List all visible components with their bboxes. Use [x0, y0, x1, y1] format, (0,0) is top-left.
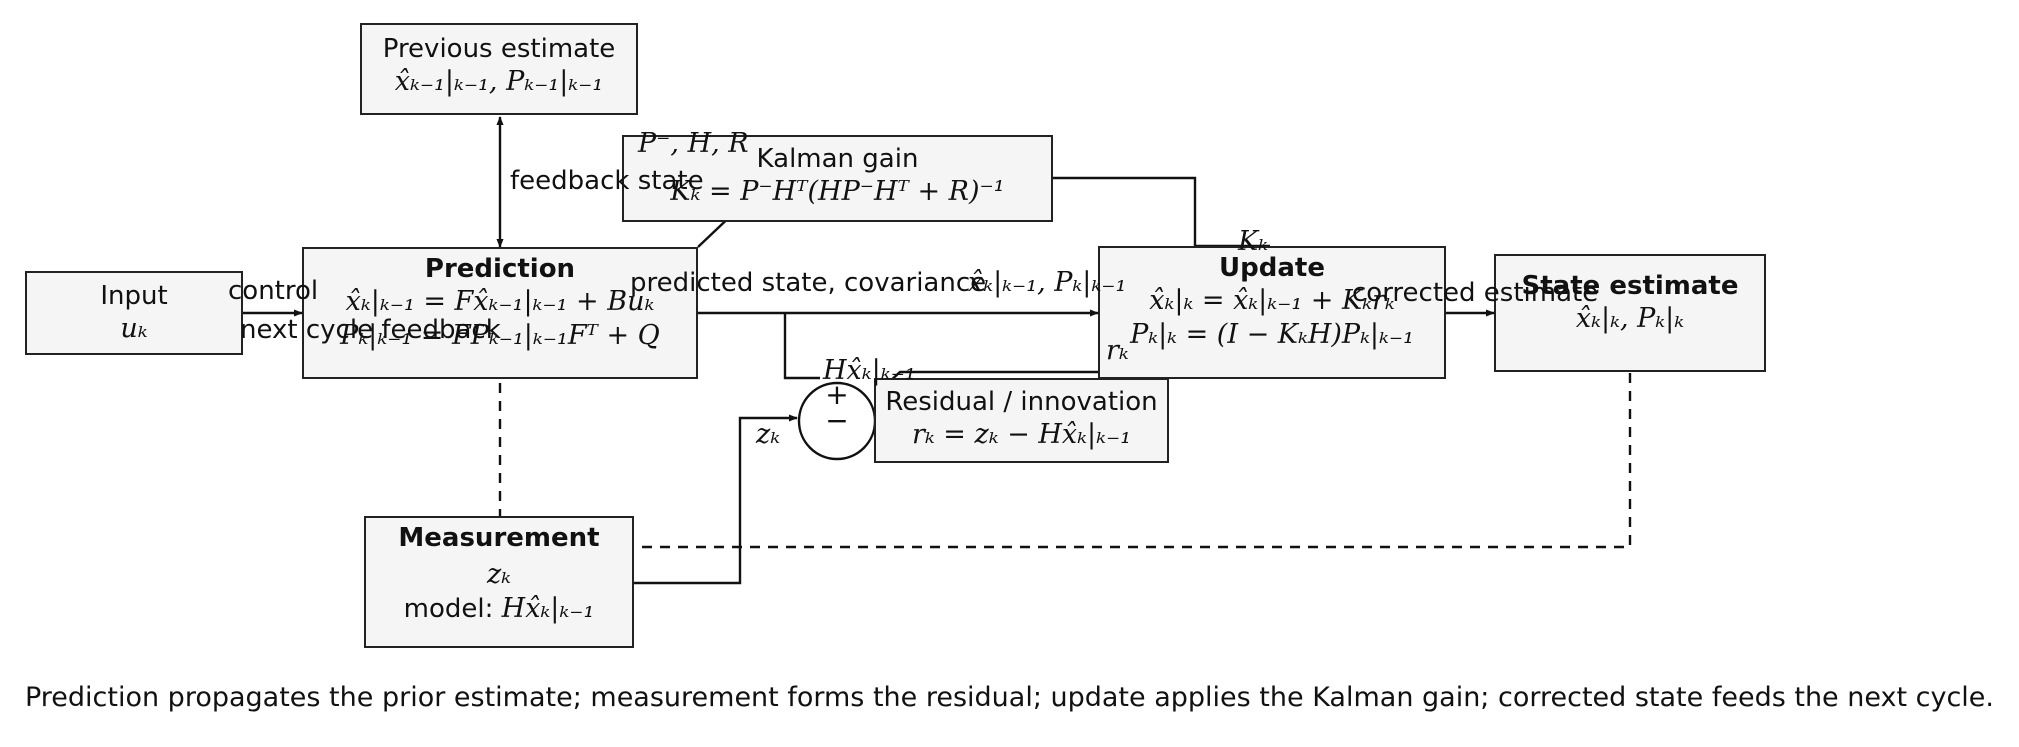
previous-estimate-block: Previous estimate x̂ₖ₋₁|ₖ₋₁, Pₖ₋₁|ₖ₋₁ [360, 23, 638, 115]
label-predicted-math: x̂ₖ|ₖ₋₁, Pₖ|ₖ₋₁ [968, 267, 1127, 298]
label-predicted: predicted state, covariance [630, 268, 987, 298]
residual-block: Residual / innovation rₖ = zₖ − Hx̂ₖ|ₖ₋₁ [874, 378, 1169, 463]
update-title: Update [1219, 253, 1325, 283]
input-title: Input [100, 281, 168, 311]
label-next-cycle: next cycle feedback [240, 315, 501, 345]
prediction-block: Prediction x̂ₖ|ₖ₋₁ = Fx̂ₖ₋₁|ₖ₋₁ + Buₖ Pₖ… [302, 247, 698, 379]
label-kalman-inputs: P⁻, H, R [638, 128, 749, 159]
measurement-model-prefix: model: [403, 594, 502, 624]
state-estimate-eq: x̂ₖ|ₖ, Pₖ|ₖ [1575, 303, 1685, 334]
residual-eq: rₖ = zₖ − Hx̂ₖ|ₖ₋₁ [911, 419, 1132, 450]
residual-title: Residual / innovation [885, 387, 1158, 417]
label-hx: Hx̂ₖ|ₖ₋₁ [823, 355, 916, 386]
figure-caption: Prediction propagates the prior estimate… [24, 682, 1995, 713]
label-rk: rₖ [1106, 335, 1129, 366]
plus-sign: + [825, 378, 849, 411]
summing-junction-signs: + − [798, 378, 876, 437]
branch-predicted-summer [783, 313, 820, 380]
update-eq-cov: Pₖ|ₖ = (I − KₖH)Pₖ|ₖ₋₁ [1130, 319, 1414, 350]
measurement-model-math: Hx̂ₖ|ₖ₋₁ [501, 593, 595, 624]
state-estimate-title: State estimate [1521, 271, 1739, 301]
previous-estimate-title: Previous estimate [382, 34, 616, 64]
prediction-eq-cov: Pₖ|ₖ₋₁ = FPₖ₋₁|ₖ₋₁Fᵀ + Q [340, 320, 660, 351]
label-gain: Kₖ [1238, 226, 1269, 257]
label-control: control [228, 276, 319, 306]
label-feedback-state: feedback state [510, 166, 704, 196]
measurement-block: Measurement zₖ model: Hx̂ₖ|ₖ₋₁ [364, 516, 634, 648]
previous-estimate-eq: x̂ₖ₋₁|ₖ₋₁, Pₖ₋₁|ₖ₋₁ [394, 66, 604, 97]
update-eq-state: x̂ₖ|ₖ = x̂ₖ|ₖ₋₁ + Kₖrₖ [1149, 285, 1395, 316]
arrow-zk [634, 414, 798, 585]
label-corrected: corrected estimate [1352, 278, 1599, 308]
minus-sign: − [825, 404, 849, 437]
measurement-model: model: Hx̂ₖ|ₖ₋₁ [404, 592, 595, 626]
update-block: Update x̂ₖ|ₖ = x̂ₖ|ₖ₋₁ + Kₖrₖ Pₖ|ₖ = (I … [1098, 246, 1446, 379]
kalman-gain-eq: Kₖ = P⁻Hᵀ(HP⁻Hᵀ + R)⁻¹ [670, 176, 1005, 207]
prediction-eq-state: x̂ₖ|ₖ₋₁ = Fx̂ₖ₋₁|ₖ₋₁ + Buₖ [345, 286, 655, 317]
kalman-gain-title: Kalman gain [756, 144, 919, 174]
label-zk: zₖ [756, 419, 781, 450]
input-block: Input uₖ [25, 271, 243, 355]
input-eq: uₖ [120, 313, 148, 344]
dashed-next-cycle-feedback [498, 373, 1632, 549]
kalman-gain-block: Kalman gain Kₖ = P⁻Hᵀ(HP⁻Hᵀ + R)⁻¹ [622, 135, 1053, 222]
measurement-title: Measurement [398, 523, 600, 553]
measurement-zk: zₖ [486, 559, 512, 590]
prediction-title: Prediction [424, 254, 576, 284]
state-estimate-block: State estimate x̂ₖ|ₖ, Pₖ|ₖ [1494, 254, 1766, 372]
